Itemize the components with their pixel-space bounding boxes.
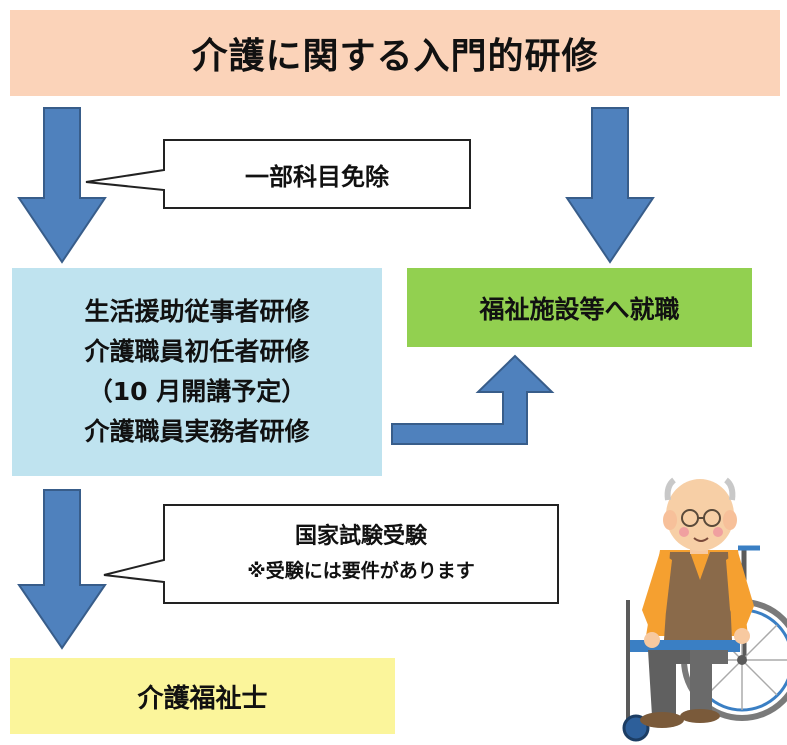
course-schedule-note: （10 月開講予定）: [87, 377, 307, 406]
callout-exemption: 一部科目免除: [164, 140, 470, 208]
certified-care-worker-label: 介護福祉士: [137, 683, 268, 714]
intro-training-box: 介護に関する入門的研修: [10, 10, 780, 96]
employment-label: 福祉施設等へ就職: [479, 294, 680, 324]
callout-exemption-shape: [85, 139, 471, 209]
employment-box: 福祉施設等へ就職: [407, 268, 752, 347]
callout-exemption-label: 一部科目免除: [245, 162, 389, 191]
callout-exam-note: ※受験には要件があります: [247, 560, 475, 582]
elderly-man-in-wheelchair-icon: [622, 477, 787, 742]
course-life-support: 生活援助従事者研修: [84, 297, 310, 326]
training-courses-box: 生活援助従事者研修 介護職員初任者研修 （10 月開講予定） 介護職員実務者研修: [12, 268, 382, 476]
arrow-down-left-top-icon: [17, 107, 107, 264]
certified-care-worker-box: 介護福祉士: [10, 658, 395, 734]
arrow-down-bottom-icon: [17, 489, 107, 650]
callout-exam: 国家試験受験 ※受験には要件があります: [164, 505, 558, 603]
arrow-down-right-top-icon: [565, 107, 655, 264]
course-practical-care-staff: 介護職員実務者研修: [84, 417, 310, 446]
course-initial-care-staff: 介護職員初任者研修: [84, 337, 310, 366]
arrow-bent-up-icon: [391, 354, 555, 445]
intro-training-label: 介護に関する入門的研修: [191, 36, 599, 77]
callout-exam-shape: [103, 504, 559, 604]
callout-exam-title: 国家試験受験: [294, 524, 427, 549]
